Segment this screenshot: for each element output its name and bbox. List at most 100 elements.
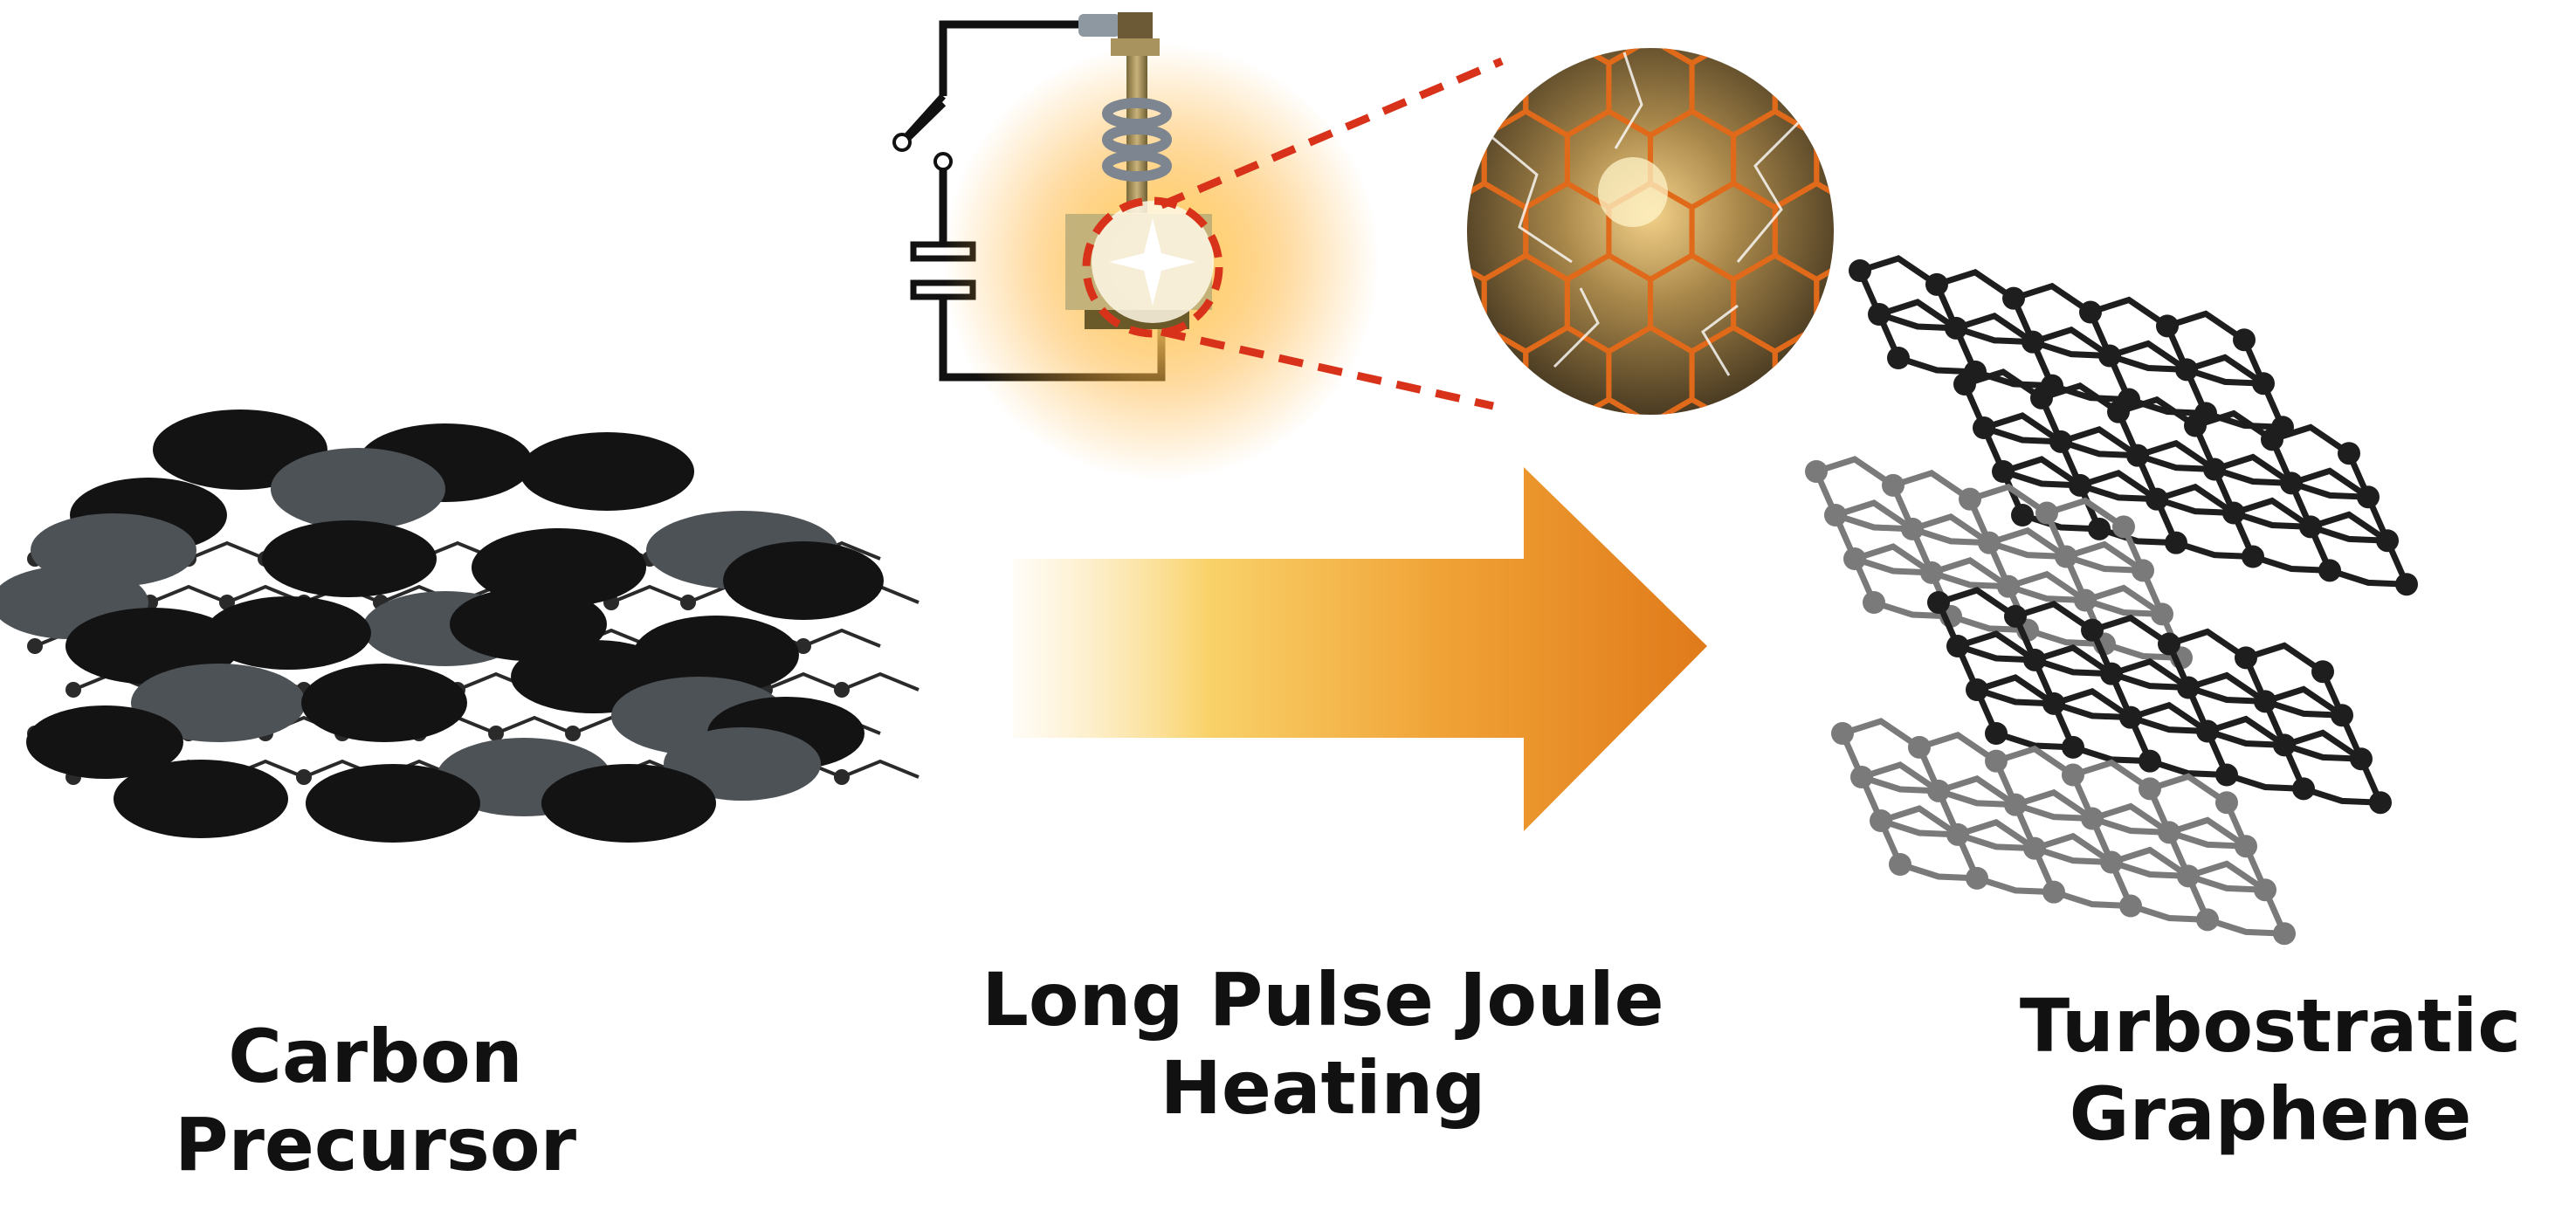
lens-hexagon: [1647, 396, 1737, 415]
graphene-atom: [2156, 314, 2179, 338]
carbon-particle-gray: [664, 727, 821, 801]
graphene-atom: [1945, 316, 1967, 340]
graphene-label: Turbostratic Graphene: [2019, 983, 2522, 1157]
graphene-atom: [2055, 545, 2077, 568]
lattice-atom: [65, 682, 81, 698]
graphene-atom: [1925, 272, 1948, 296]
graphene-atom: [2215, 791, 2238, 815]
graphene-atom: [2233, 328, 2256, 352]
graphene-atom: [2203, 458, 2226, 481]
lattice-atom: [27, 638, 43, 654]
graphene-atom: [1901, 517, 1924, 540]
graphene-atom: [1985, 722, 2008, 745]
lattice-atom: [796, 638, 811, 654]
graphene-atom: [2081, 618, 2104, 642]
graphene-atom: [1824, 504, 1847, 526]
graphene-atom: [1927, 591, 1950, 614]
carbon-particle-dark: [301, 664, 467, 742]
graphene-atom: [2023, 836, 2046, 860]
graphene-atom: [2079, 300, 2102, 324]
carbon-particle-dark: [114, 760, 288, 838]
graphene-atom: [1868, 303, 1891, 326]
graphene-atom: [2042, 880, 2065, 904]
graphene-atom: [2042, 692, 2065, 715]
lens-hexagon: [1899, 0, 1982, 64]
graphene-atom: [2069, 473, 2091, 497]
zoom-circle: [1082, 196, 1223, 338]
graphene-atom: [2222, 501, 2245, 525]
graphene-atom: [2002, 286, 2025, 310]
graphene-atom: [2242, 545, 2264, 568]
graphene-atom: [2215, 763, 2238, 787]
lattice-bond: [764, 671, 843, 692]
graphene-atom: [2062, 735, 2084, 759]
graphene-atom: [2376, 529, 2399, 553]
graphene-atom: [1978, 531, 2001, 554]
graphene-atom: [2357, 485, 2380, 509]
graphene-atom: [2252, 372, 2275, 396]
lens-hexagon: [1858, 39, 1941, 135]
lattice-bond: [610, 584, 689, 604]
graphene-atom: [1946, 822, 1969, 846]
graphene-atom: [1927, 779, 1950, 802]
joule-heating-apparatus: [892, 0, 1982, 480]
graphene-atom: [1889, 853, 1911, 876]
graphene-atom: [2100, 850, 2123, 874]
graphene-atom: [2318, 559, 2341, 582]
graphene-atom: [1805, 460, 1828, 483]
graphene-atom: [2132, 559, 2154, 582]
graphene-sheet-gray-1: [1805, 456, 2193, 670]
graphene-atom: [2299, 515, 2322, 539]
lattice-bond: [802, 628, 881, 648]
lattice-atom: [680, 595, 696, 610]
graphene-atom: [2074, 588, 2097, 612]
lattice-atom: [834, 682, 850, 698]
carbon-particle-dark: [541, 764, 716, 843]
graphene-atom: [1831, 722, 1854, 745]
graphene-atom: [2338, 442, 2360, 465]
graphene-atom: [2022, 330, 2044, 354]
lens-hexagon: [1731, 48, 1820, 66]
graphene-atom: [2107, 400, 2130, 423]
graphene-atom: [2119, 705, 2142, 729]
graphene-atom: [1973, 416, 1995, 439]
lens-hexagon: [1899, 112, 1982, 208]
carbon-particle-gray: [131, 664, 306, 742]
lattice-bond: [841, 671, 920, 692]
graphene-atom: [1992, 460, 2015, 483]
lattice-atom: [834, 769, 850, 785]
lattice-atom: [296, 769, 312, 785]
graphene-atom: [2273, 733, 2296, 757]
graphene-atom: [1959, 487, 1981, 511]
graphene-sheet-middle: [1927, 587, 2392, 815]
spark-icon: [1092, 201, 1214, 323]
lens-hexagon: [1467, 252, 1487, 354]
lens-hexagon: [1731, 396, 1820, 415]
graphene-atom: [2119, 894, 2142, 918]
carbon-particle-gray: [271, 448, 445, 530]
graphene-atom: [2062, 763, 2084, 787]
lens-hexagon: [1814, 48, 1834, 66]
lens-hexagon: [1564, 396, 1654, 415]
graphene-atom: [1887, 347, 1910, 369]
turbostratic-graphene-illustration: [1805, 255, 2418, 946]
magnified-lattice-icon: [1467, 0, 1982, 415]
graphene-atom: [1863, 591, 1885, 614]
circuit-switch-icon: [892, 93, 953, 171]
graphene-atom: [2023, 648, 2046, 671]
graphene-atom: [1966, 678, 1988, 701]
graphene-atom: [2369, 791, 2392, 815]
carbon-particle-dark: [306, 764, 480, 843]
graphene-atom: [2158, 821, 2180, 844]
lens-hexagon: [1481, 48, 1570, 66]
graphene-atom: [2177, 676, 2200, 699]
graphene-atom: [2158, 632, 2180, 656]
graphene-atom: [1946, 635, 1969, 657]
graphene-atom: [2235, 646, 2257, 670]
graphene-atom: [2196, 908, 2219, 932]
lens-hexagon: [1467, 324, 1529, 415]
graphene-atom: [2139, 749, 2161, 773]
lattice-atom: [565, 726, 581, 741]
lattice-bond: [149, 584, 228, 604]
